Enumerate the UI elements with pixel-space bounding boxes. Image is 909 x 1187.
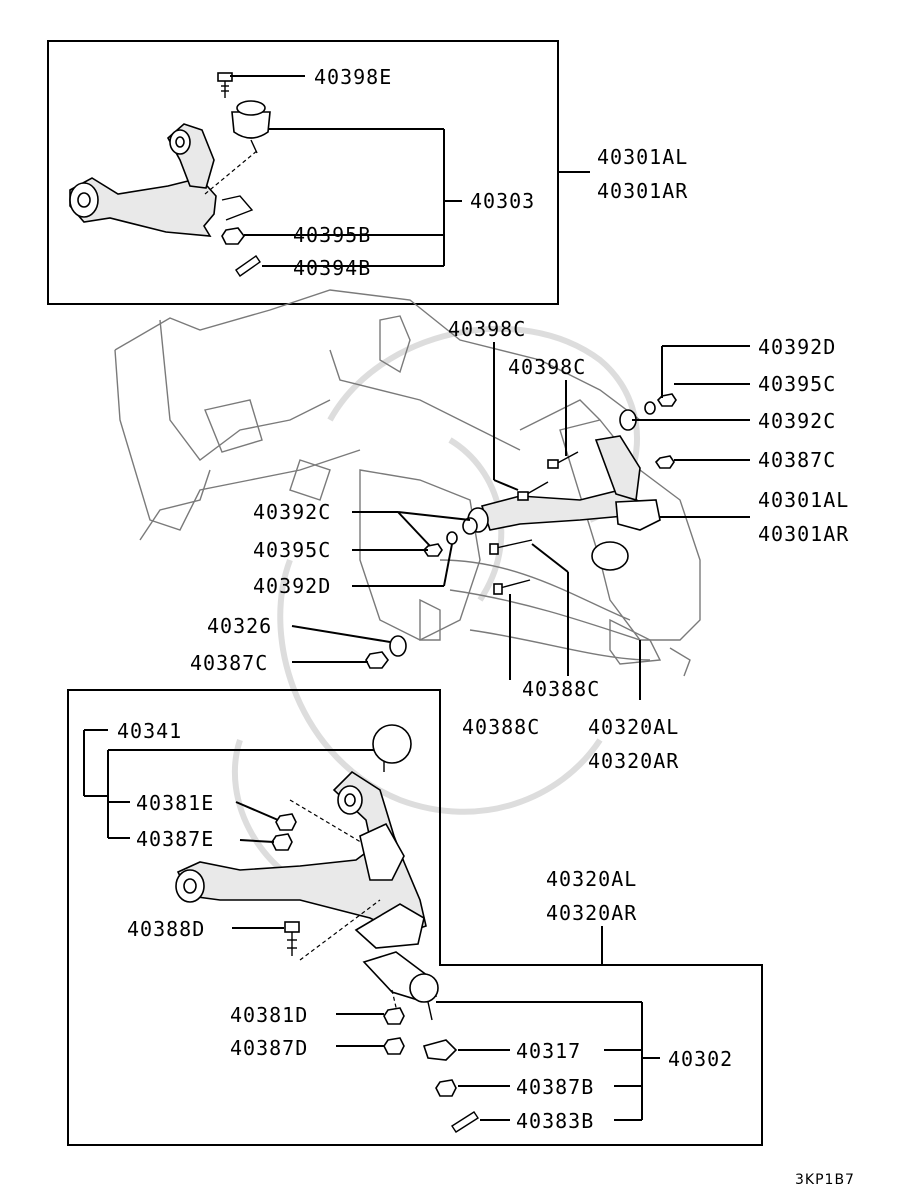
label-40398C-upper: 40398C: [448, 317, 526, 341]
label-40320AL-bottom: 40320AL: [546, 867, 637, 891]
label-40302: 40302: [668, 1047, 733, 1071]
label-40398E: 40398E: [314, 65, 392, 89]
label-40303: 40303: [470, 189, 535, 213]
watermark-emblem: [231, 325, 640, 903]
label-40387C-left: 40387C: [190, 651, 268, 675]
label-40381E: 40381E: [136, 791, 214, 815]
label-40320AR-mid: 40320AR: [588, 749, 679, 773]
label-40394B: 40394B: [293, 256, 371, 280]
label-40301AL-mid: 40301AL: [758, 488, 849, 512]
label-40387C-right: 40387C: [758, 448, 836, 472]
label-40326: 40326: [207, 614, 272, 638]
label-40341: 40341: [117, 719, 182, 743]
mid-upper-arm: [365, 393, 677, 669]
lower-arm-inset-box: [67, 689, 763, 1146]
label-40388C-left: 40388C: [462, 715, 540, 739]
label-40392D-right: 40392D: [758, 335, 836, 359]
label-40388D: 40388D: [127, 917, 205, 941]
upper-arm-illustration: [69, 72, 271, 277]
diagram-code: 3KP1B7: [795, 1172, 855, 1187]
label-40317: 40317: [516, 1039, 581, 1063]
label-40320AL-mid: 40320AL: [588, 715, 679, 739]
middle-leaders: [291, 342, 750, 700]
label-40381D: 40381D: [230, 1003, 308, 1027]
upper-inset-leaders: [230, 75, 590, 267]
label-40387D: 40387D: [230, 1036, 308, 1060]
label-40392C-left: 40392C: [253, 500, 331, 524]
label-40301AL-top: 40301AL: [597, 145, 688, 169]
label-40392C-right: 40392C: [758, 409, 836, 433]
lower-inset-leaders: [83, 729, 660, 1121]
label-40392D-left: 40392D: [253, 574, 331, 598]
frame-illustration: [114, 289, 701, 677]
label-40395C-right: 40395C: [758, 372, 836, 396]
label-40398C-lower: 40398C: [508, 355, 586, 379]
label-40301AR-mid: 40301AR: [758, 522, 849, 546]
label-40320AR-bottom: 40320AR: [546, 901, 637, 925]
lower-arm-illustration: [175, 724, 479, 1133]
label-40395C-left: 40395C: [253, 538, 331, 562]
label-40383B: 40383B: [516, 1109, 594, 1133]
label-40388C-right: 40388C: [522, 677, 600, 701]
label-40387E: 40387E: [136, 827, 214, 851]
label-40395B: 40395B: [293, 223, 371, 247]
label-40387B: 40387B: [516, 1075, 594, 1099]
label-40301AR-top: 40301AR: [597, 179, 688, 203]
